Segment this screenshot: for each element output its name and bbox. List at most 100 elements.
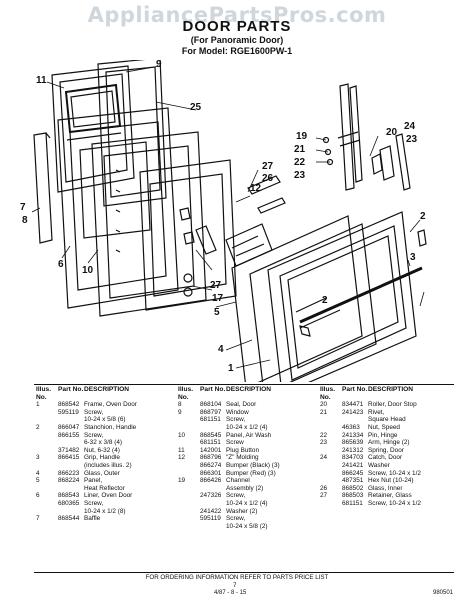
table-row: Assembly (2) xyxy=(178,485,312,493)
part-description: Assembly (2) xyxy=(226,484,264,492)
illus-number xyxy=(178,508,200,516)
illus-number xyxy=(36,508,58,516)
part-description: Bumper (Red) (3) xyxy=(226,469,276,477)
part-description: 10-24 x 1/2 (4) xyxy=(226,423,268,431)
part-description: Screw, xyxy=(84,499,104,507)
callout-23-left: 23 xyxy=(294,170,306,181)
part-description: Heat Reflector xyxy=(84,484,125,492)
part-number: 866426 xyxy=(200,477,222,485)
illus-number xyxy=(320,462,342,470)
callout-9: 9 xyxy=(156,59,162,70)
table-bottom-rule xyxy=(34,572,454,573)
illus-number: 2 xyxy=(36,423,40,431)
illus-number xyxy=(36,447,58,455)
illus-number: 11 xyxy=(178,446,185,454)
part-description: Glass, Inner xyxy=(368,484,403,492)
z-molding-part xyxy=(139,159,286,311)
table-row: 241312 Spring, Door xyxy=(320,447,454,455)
header-illus: Illus. No. xyxy=(36,386,52,401)
part-number: 866415 xyxy=(58,454,80,462)
page-title: DOOR PARTS xyxy=(182,18,292,35)
header-illus: Illus. No. xyxy=(178,386,194,401)
part-description: 10-24 x 5/8 (6) xyxy=(84,416,126,424)
table-header: Illus. No. Part No. DESCRIPTION xyxy=(178,386,312,401)
illus-number xyxy=(178,515,200,523)
illus-number xyxy=(36,409,58,417)
part-description: Bumper (Black) (3) xyxy=(226,461,280,469)
callout-19: 19 xyxy=(296,131,308,142)
part-description: Washer (2) xyxy=(226,507,258,515)
part-description: (includes illus. 2) xyxy=(84,461,132,469)
illus-number xyxy=(36,485,58,493)
part-description: Nut, Speed xyxy=(368,423,400,431)
table-row: Heat Reflector xyxy=(36,485,170,493)
part-number: 241312 xyxy=(342,446,364,454)
part-description: Screw, 10-24 x 1/2 xyxy=(368,499,421,507)
part-description: Screw, xyxy=(226,515,246,523)
part-number xyxy=(58,508,84,516)
illus-number: 8 xyxy=(178,401,182,409)
door-liner-part xyxy=(57,107,179,309)
table-row: Square Head xyxy=(320,416,454,424)
door-frame-part xyxy=(267,211,417,382)
part-description: Spring, Door xyxy=(368,446,404,454)
callout-21: 21 xyxy=(294,144,306,155)
illus-number: 20 xyxy=(320,401,328,409)
part-number: 868545 xyxy=(200,431,222,439)
part-description: 10-24 x 5/8 (2) xyxy=(226,522,268,530)
illus-number: 22 xyxy=(320,431,328,439)
illus-number: 4 xyxy=(36,469,40,477)
illus-number: 19 xyxy=(178,477,186,485)
part-description: 10-24 x 1/2 (8) xyxy=(84,507,126,515)
callout-10: 10 xyxy=(82,265,94,276)
part-number xyxy=(200,523,226,531)
header-part: Part No. xyxy=(200,386,226,393)
part-description: Screw, xyxy=(226,492,246,500)
subtitle: (For Panoramic Door) xyxy=(190,35,284,45)
part-number xyxy=(58,416,84,424)
callout-27-lower: 27 xyxy=(210,280,222,291)
handle-grip-part xyxy=(299,229,427,337)
callout-12: 12 xyxy=(250,183,262,194)
header-description: DESCRIPTION xyxy=(368,386,414,393)
header-description: DESCRIPTION xyxy=(84,386,130,393)
part-number: 834703 xyxy=(342,454,364,462)
part-number xyxy=(342,416,368,424)
date-note: 4/87 - 8 - 15 xyxy=(214,590,247,596)
part-description: Retainer, Glass xyxy=(368,492,412,500)
part-number: 866155 xyxy=(58,431,80,439)
illus-number xyxy=(320,500,342,508)
ordering-note: FOR ORDERING INFORMATION REFER TO PARTS … xyxy=(145,574,329,581)
document-code: 980501 xyxy=(433,590,454,596)
illus-number xyxy=(320,416,342,424)
callout-22: 22 xyxy=(294,157,306,168)
callout-11: 11 xyxy=(36,75,47,86)
illus-number xyxy=(178,424,200,432)
part-number: 868502 xyxy=(342,484,364,492)
illus-number: 3 xyxy=(36,454,40,462)
callout-23-right: 23 xyxy=(406,134,418,145)
part-description: Baffle xyxy=(84,515,101,523)
table-row: 10-24 x 1/2 (8) xyxy=(36,508,170,516)
part-number: 371482 xyxy=(58,446,80,454)
part-description: Hex Nut (10-24) xyxy=(368,477,414,485)
callout-5: 5 xyxy=(214,307,220,318)
part-number: 241422 xyxy=(200,507,222,515)
part-description: Screw xyxy=(226,439,244,447)
illus-number xyxy=(320,477,342,485)
part-number: 868542 xyxy=(58,401,80,409)
